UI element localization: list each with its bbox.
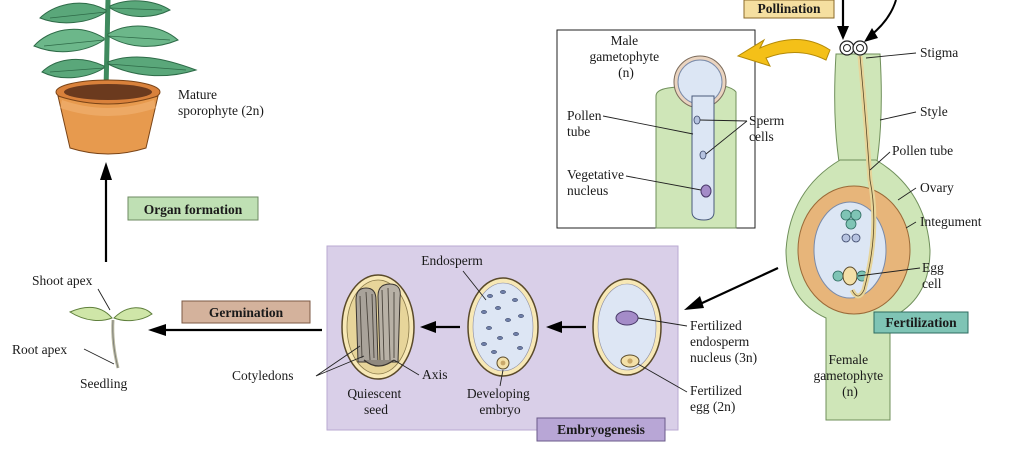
egg-cell-label: Egg cell — [922, 260, 947, 291]
seedling-drawing — [68, 307, 153, 369]
quiescent-seed-drawing — [341, 274, 415, 380]
stigma-label: Stigma — [920, 45, 958, 60]
cotyledons-label: Cotyledons — [232, 368, 294, 383]
growth-arrowhead — [100, 162, 112, 180]
male-gametophyte-label: Male gametophyte (n) — [589, 33, 662, 80]
fertilization-box — [873, 311, 969, 334]
pollination-box — [743, 0, 835, 19]
ovary-label: Ovary — [920, 180, 954, 195]
quiescent-seed-label: Quiescent seed — [347, 386, 404, 417]
fertilized-egg-label: Fertilized egg (2n) — [690, 383, 745, 414]
inset-pollen-tube-label: Pollen tube — [567, 108, 605, 139]
integument-label: Integument — [920, 214, 982, 229]
inset-zoom-arrow — [736, 38, 831, 67]
germination-label: Germination — [209, 305, 284, 320]
sperm-cells-label: Sperm cells — [749, 113, 788, 144]
axis-label: Axis — [422, 367, 448, 382]
developing-embryo-label: Developing embryo — [467, 386, 533, 417]
seedling-label: Seedling — [80, 376, 127, 391]
endosperm-label: Endosperm — [421, 253, 483, 268]
organ-formation-box — [127, 196, 259, 221]
developing-embryo-drawing — [467, 277, 539, 377]
embryogenesis-label: Embryogenesis — [557, 422, 645, 437]
female-gametophyte-label: Female gametophyte (n) — [813, 352, 886, 399]
fertilization-to-embryo-arrow — [699, 267, 779, 305]
organ-formation-label: Organ formation — [144, 202, 243, 217]
mature-sporophyte-label: Mature sporophyte (2n) — [178, 87, 264, 118]
vegetative-nucleus-label: Vegetative nucleus — [567, 167, 627, 198]
style-label: Style — [920, 104, 948, 119]
embryogenesis-box — [536, 417, 666, 442]
pollen-tube-label: Pollen tube — [892, 143, 953, 158]
mature-sporophyte-plant — [33, 0, 198, 155]
root-apex-label: Root apex — [12, 342, 67, 357]
fertilized-ovule-drawing — [592, 278, 662, 376]
germination-box — [181, 300, 311, 324]
fertilized-endosperm-nucleus-label: Fertilized endosperm nucleus (3n) — [690, 318, 757, 365]
pistil-drawing — [785, 40, 931, 421]
fertilization-label: Fertilization — [885, 315, 957, 330]
pollination-label: Pollination — [757, 1, 821, 16]
shoot-apex-label: Shoot apex — [32, 273, 93, 288]
